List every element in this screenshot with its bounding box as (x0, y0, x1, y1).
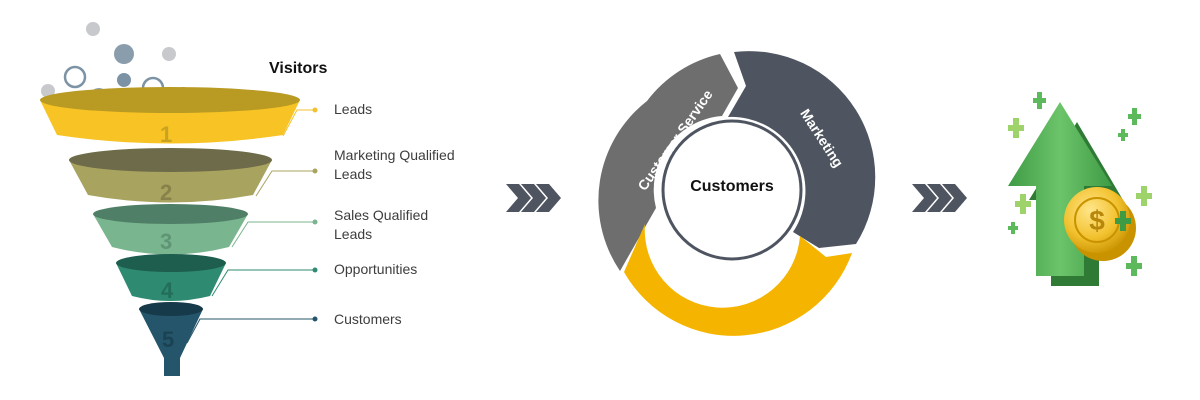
bubble (162, 47, 176, 61)
funnel-label-5-line-1: Customers (334, 311, 402, 327)
dollar-symbol: $ (1089, 205, 1105, 236)
triple-chevron-right-icon (506, 184, 561, 212)
bubble (86, 22, 100, 36)
funnel-label-1: Leads (334, 100, 372, 119)
plus-icons (1008, 92, 1152, 276)
bubble (117, 73, 131, 87)
funnel-stage-number-1: 1 (160, 122, 173, 147)
funnel-connectors (186, 107, 318, 344)
funnel-label-3-line-1: Sales Qualified (334, 207, 429, 223)
cycle-center (670, 128, 794, 252)
cycle-segment-customer-service (598, 54, 738, 271)
funnel-stage-4 (116, 254, 226, 301)
customer-cycle (598, 51, 876, 336)
cycle-segment-marketing (728, 51, 876, 248)
funnel-stage-2 (69, 148, 272, 203)
bubble (63, 65, 87, 89)
growth-arrow-dollar-coin-icon: $ (1008, 92, 1152, 286)
triple-chevron-right-icon (912, 184, 967, 212)
funnel-label-3-line-2: Leads (334, 226, 373, 242)
funnel-label-1-line-1: Leads (334, 101, 373, 117)
cycle-label-sales: Sales (719, 272, 757, 288)
funnel-stage-3 (93, 204, 248, 255)
bubble (114, 44, 134, 64)
funnel-label-2-line-1: Marketing Qualified (334, 147, 455, 163)
funnel-stage-number-3: 3 (160, 229, 173, 254)
funnel-stage-number-5: 5 (162, 327, 175, 352)
funnel-stage-5 (139, 302, 203, 376)
cycle-center-label: Customers (690, 178, 774, 195)
funnel-title: Visitors (269, 60, 328, 77)
funnel-stage-number-4: 4 (161, 278, 174, 303)
funnel-label-3: Sales Qualified Leads (334, 206, 428, 244)
funnel-stage-1 (40, 87, 300, 144)
funnel (40, 22, 318, 376)
funnel-label-2: Marketing Qualified Leads (334, 146, 455, 184)
cycle-segment-sales (624, 224, 852, 336)
funnel-label-4: Opportunities (334, 260, 417, 279)
funnel-label-4-line-1: Opportunities (334, 261, 418, 277)
funnel-label-5: Customers (334, 310, 402, 329)
funnel-label-2-line-2: Leads (334, 166, 373, 182)
funnel-stage-number-2: 2 (160, 180, 173, 205)
bubble (41, 84, 55, 98)
